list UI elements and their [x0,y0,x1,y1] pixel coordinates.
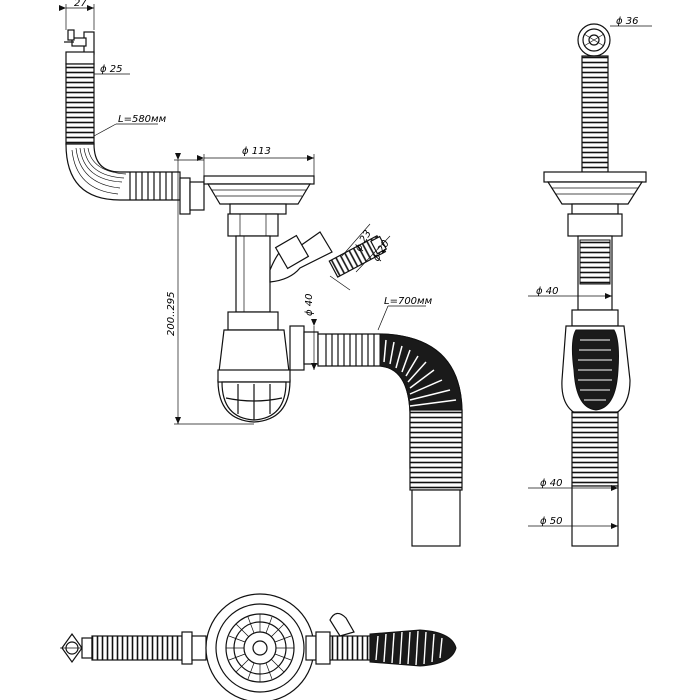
overflow-hose-ribs [129,172,173,200]
overflow-hose-length-label: L=580мм [118,114,167,125]
outlet-hose [317,333,463,547]
overflow-width-label: 27 [74,0,87,9]
side-outlet-fitting [269,231,388,283]
overflow-diameter-label: ϕ 25 [100,64,123,75]
siphon-body [217,325,319,423]
overflow-hose [65,63,205,215]
height-range-label: 200..295 [166,291,177,336]
outlet-diameter-label: ϕ 40 [304,294,315,317]
hose-end-outer-label: ϕ 50 [540,516,563,527]
hose-end-inner-label: ϕ 40 [540,478,563,489]
side-dimensions: ϕ 40 ϕ 40 ϕ 50 [528,286,618,529]
top-view [60,593,457,700]
front-view: 27 ϕ 25 L=580мм ϕ 113 200..295 ϕ 23 ϕ 20… [59,0,463,547]
overflow-plug [64,29,95,65]
side-outlet-diameter-label: ϕ 40 [536,286,559,297]
outlet-hose-length-label: L=700мм [384,296,433,307]
strainer-bowl [203,175,315,215]
side-plug: ϕ 36 [577,16,652,57]
side-view: ϕ 36 ϕ 40 ϕ 40 ϕ 50 [528,16,652,547]
strainer-diameter-label: ϕ 113 [242,146,271,157]
top-overflow-plug [60,632,93,664]
outlet-hose-ribs [325,334,375,366]
plug-diameter-label: ϕ 36 [616,16,639,27]
top-strainer [205,593,315,700]
